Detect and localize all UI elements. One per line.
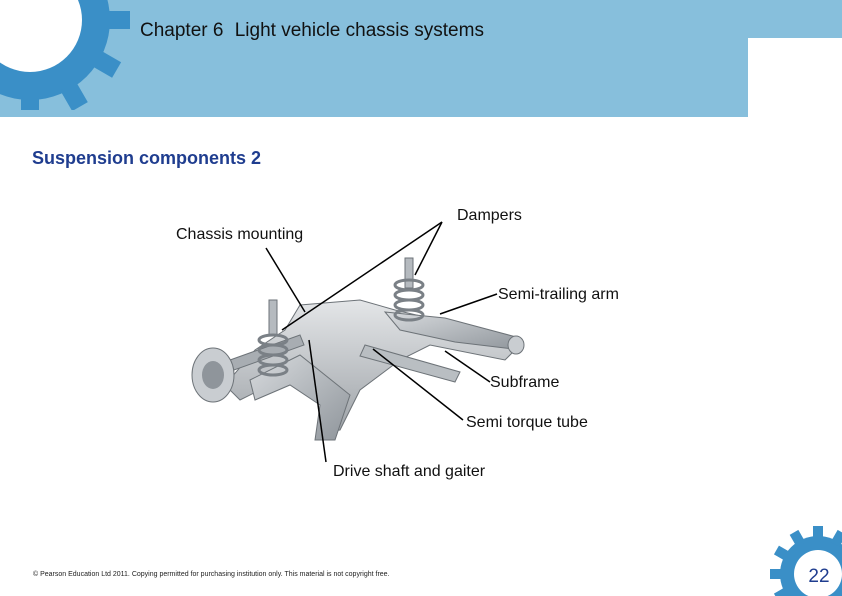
label-semi-torque-tube: Semi torque tube: [466, 414, 588, 431]
damper-left-spring: [257, 333, 289, 377]
header-notch: [748, 38, 842, 117]
gear-icon: [770, 526, 842, 596]
page-number: 22: [808, 566, 830, 587]
slide-title: Suspension components 2: [32, 148, 262, 168]
chapter-heading: Chapter 6 Light vehicle chassis systems: [140, 20, 484, 42]
label-dampers: Dampers: [457, 207, 522, 224]
label-subframe: Subframe: [490, 374, 560, 391]
torque-tube-shape: [359, 344, 461, 383]
damper-right-rod: [404, 257, 414, 289]
chapter-title: Light vehicle chassis systems: [234, 20, 484, 41]
damper-right-spring: [393, 278, 425, 322]
label-drive-shaft: Drive shaft and gaiter: [333, 463, 486, 480]
gear-icon: [0, 0, 130, 110]
copyright-notice: © Pearson Education Ltd 2011. Copying pe…: [33, 571, 390, 578]
header-band: [0, 0, 842, 117]
chapter-number: Chapter 6: [140, 20, 224, 41]
leader-lines: [265, 221, 498, 463]
label-chassis-mounting: Chassis mounting: [176, 226, 304, 243]
label-semi-trailing-arm: Semi-trailing arm: [498, 286, 619, 303]
damper-left-rod: [268, 299, 278, 336]
